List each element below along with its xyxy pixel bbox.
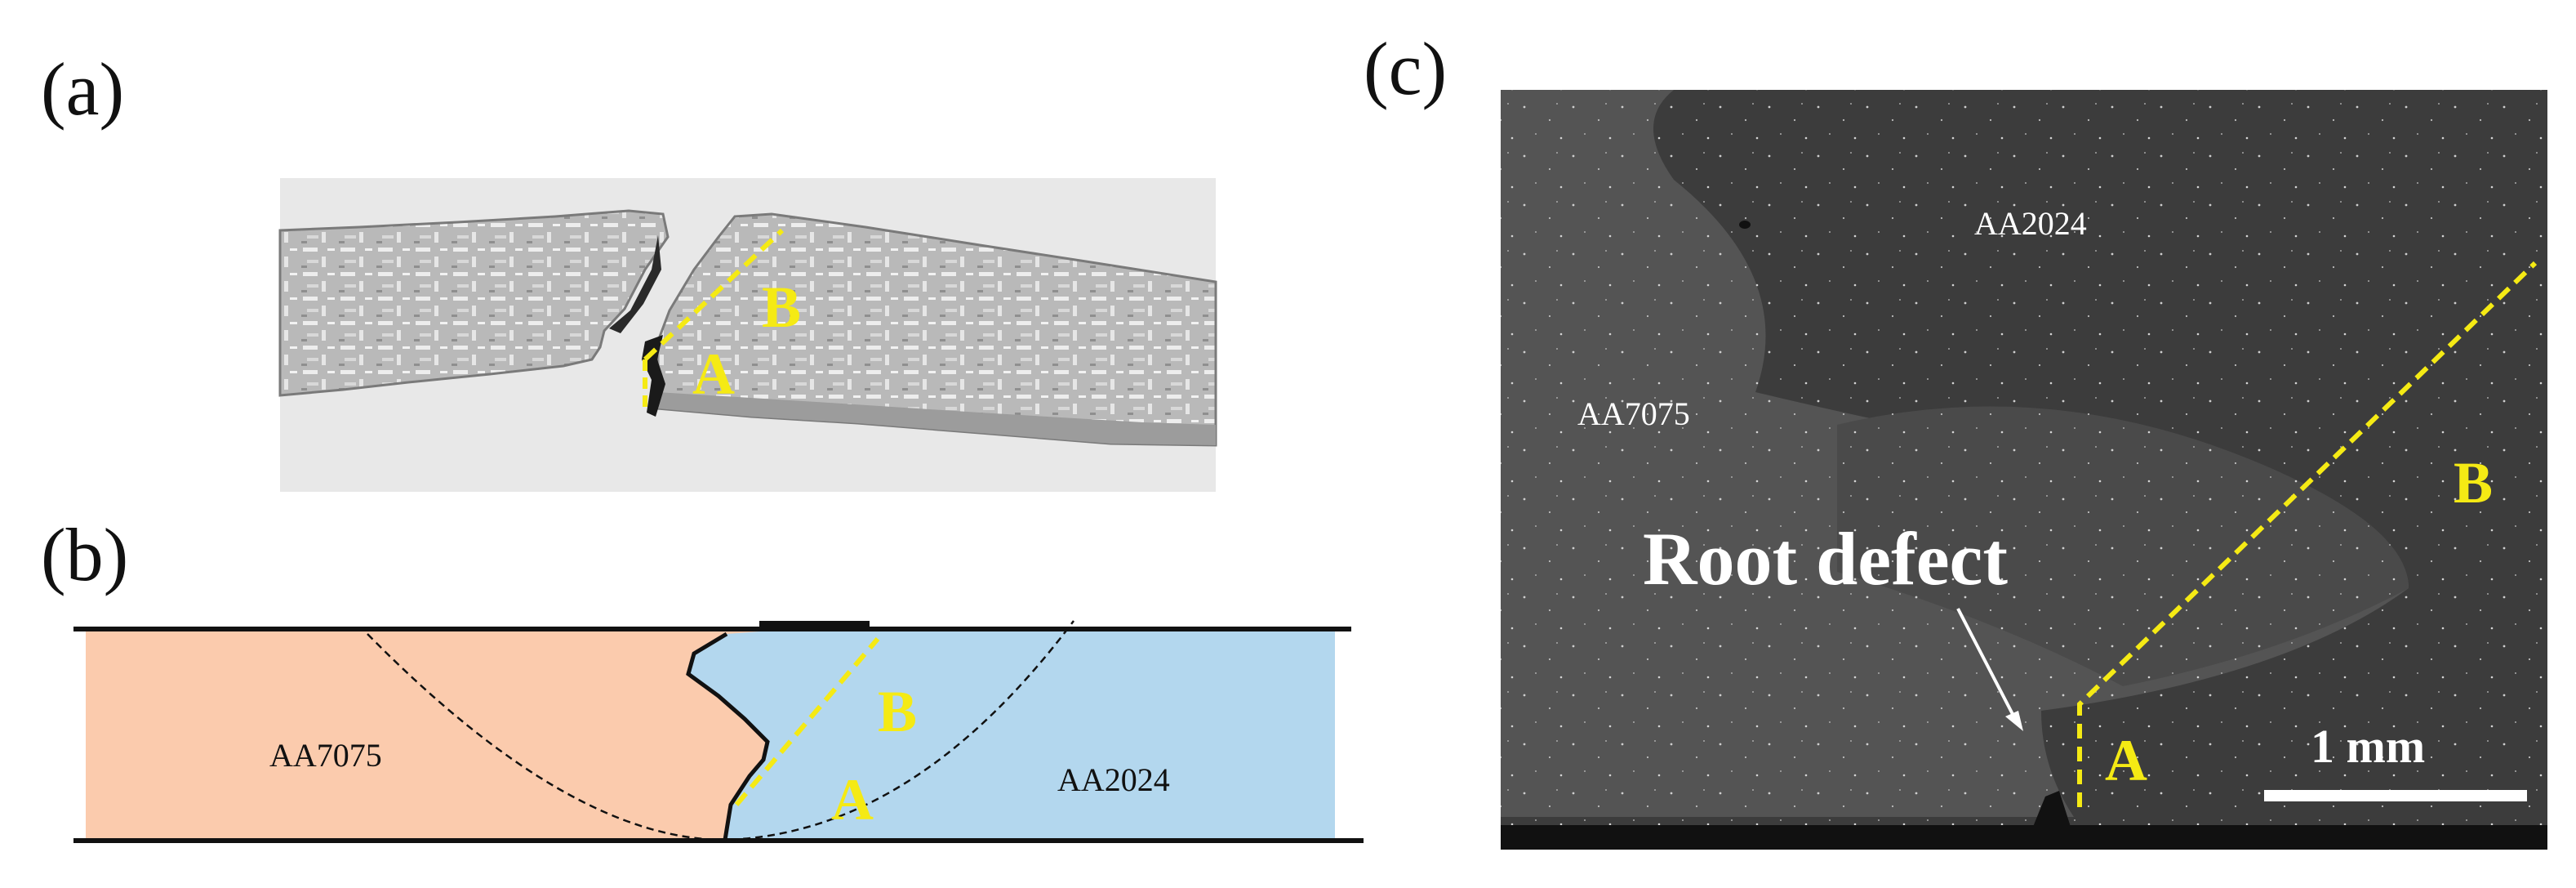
panel-c-label-b: B bbox=[2454, 450, 2493, 515]
weld-crown bbox=[759, 621, 870, 631]
aa2024-region bbox=[688, 631, 1335, 840]
panel-c-aa2024-label: AA2024 bbox=[1974, 205, 2087, 242]
panel-c-dashed-line bbox=[2077, 261, 2538, 807]
panel-b-dashed-line bbox=[734, 637, 880, 806]
panel-a-letter: (a) bbox=[41, 47, 124, 131]
panel-c-aa7075-label: AA7075 bbox=[1577, 395, 1690, 432]
right-piece-bottom-edge bbox=[657, 392, 1216, 445]
panel-b-label-a: A bbox=[831, 767, 874, 832]
root-defect-arrow-shaft bbox=[1956, 608, 2017, 720]
root-defect-label: Root defect bbox=[1643, 517, 2008, 600]
left-fractured-piece bbox=[278, 209, 670, 397]
panel-a-label-b: B bbox=[762, 274, 801, 340]
panel-c-label-a: A bbox=[2105, 728, 2147, 793]
panel-a-label-a: A bbox=[692, 341, 735, 407]
scale-bar bbox=[2264, 790, 2527, 801]
weld-interface-line bbox=[686, 631, 770, 841]
sem-speckle-texture bbox=[1501, 90, 2547, 850]
panel-b-aa2024-label: AA2024 bbox=[1057, 761, 1170, 798]
root-defect-arrow-head bbox=[2005, 711, 2023, 731]
panel-a-dashed-line bbox=[643, 228, 785, 362]
scale-bar-label: 1 mm bbox=[2311, 720, 2425, 773]
panel-b-label-b: B bbox=[878, 679, 917, 744]
root-notch bbox=[2033, 791, 2071, 827]
aa7075-region bbox=[86, 622, 870, 840]
panel-c-letter: (c) bbox=[1364, 27, 1447, 110]
panel-b-aa7075-label: AA7075 bbox=[269, 737, 382, 774]
panel-b: (b) B A AA7075 AA2024 bbox=[41, 513, 1364, 843]
panel-a: (a) B A bbox=[41, 47, 1217, 492]
panel-b-letter: (b) bbox=[41, 513, 128, 596]
left-piece-crack-shadow bbox=[609, 235, 661, 333]
dark-inclusion bbox=[1739, 221, 1751, 229]
sem-bottom-band bbox=[1501, 825, 2547, 850]
panel-c: (c) AA2024 AA7075 B A Root defect 1 mm bbox=[1364, 27, 2547, 850]
